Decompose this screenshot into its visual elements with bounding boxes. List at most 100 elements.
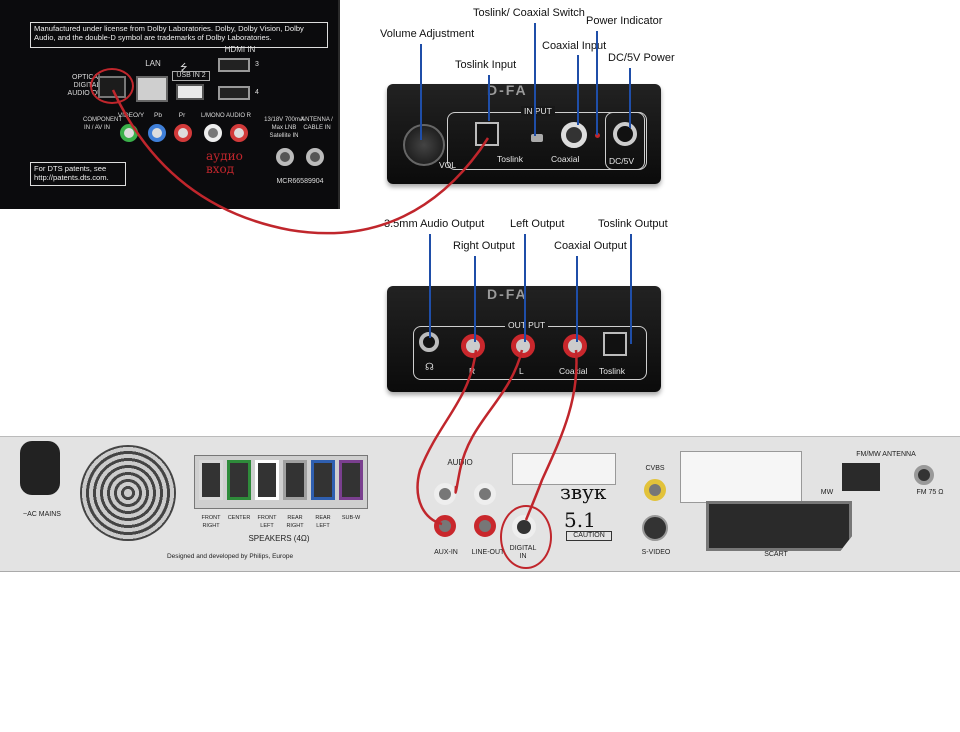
pb-label: Pb [154,112,162,119]
dc-power-jack[interactable] [613,122,637,146]
pr-jack[interactable] [174,124,192,142]
tv-back-panel: Manufactured under license from Dolby La… [0,0,340,209]
mw-label: MW [820,489,834,496]
coaxial-output-label: Coaxial [559,366,588,376]
speaker-terminal[interactable] [255,460,279,500]
annotation-line-left-out [524,234,526,342]
speaker-terminal[interactable] [283,460,307,500]
fan-grille [80,445,176,541]
aux-in-r-jack[interactable] [434,515,456,537]
line-out-label: LINE-OUT [471,549,505,556]
fm-antenna-label: FM/MW ANTENNA [856,451,916,458]
speaker-terminal[interactable] [199,460,223,500]
speaker-channel-label: FRONT LEFT [257,515,277,529]
usb-icon: ⭍ [180,62,188,72]
ac-mains-label: ~AC MAINS [23,511,61,518]
dc-label: DC/5V [609,156,635,166]
coaxial-output-jack[interactable] [563,334,587,358]
speaker-terminal[interactable] [227,460,251,500]
speaker-terminal[interactable] [311,460,335,500]
line-out-l-jack[interactable] [474,483,496,505]
lnb-connector[interactable] [276,148,294,166]
audio-in-label: L/MONO AUDIO R [200,113,251,119]
receiver-note-line1: звук [560,480,607,504]
toslink-input-port[interactable] [475,122,499,146]
toslink-output-port[interactable] [603,332,627,356]
annotation-right-output: Right Output [453,240,515,252]
audio-l-jack[interactable] [204,124,222,142]
annotation-line-right-out [474,256,476,342]
optical-highlight-circle [90,68,134,104]
annotation-coaxial-input: Coaxial Input [542,40,607,52]
hdmi-port-3[interactable] [218,58,250,72]
annotation-toslink-input: Toslink Input [455,59,517,71]
fm-mw-terminal[interactable] [842,463,880,491]
hdmi-port-4[interactable] [218,86,250,100]
toslink-output-label: Toslink [599,366,625,376]
receiver-back-panel: ~AC MAINS FRONT RIGHT CENTER FRONT LEFT REA… [0,436,960,572]
model-number: MCR66589904 [276,178,324,185]
speakers-label: SPEAKERS (4Ω) [248,534,310,543]
speaker-channel-label: CENTER [227,515,251,521]
annotation-line-power [596,31,598,135]
annotation-line-audio-35 [429,234,431,338]
caution-label: CAUTION [566,531,612,541]
hdmi-port-3-label: 3 [255,61,259,68]
annotation-line-volume [420,44,422,140]
toslink-input-label: Toslink [497,154,523,164]
info-label [680,451,802,503]
speaker-channel-label: REAR RIGHT [286,515,304,529]
speaker-channel-label: FRONT RIGHT [201,515,221,529]
ac-mains-cable [20,441,60,495]
svideo-label: S-VIDEO [641,549,671,556]
component-label: COMPONENT IN / AV IN [83,117,122,131]
license-notice: Manufactured under license from Dolby La… [30,22,328,48]
aux-in-l-jack[interactable] [434,483,456,505]
fm-75-connector[interactable] [914,465,934,485]
audio-section-label: AUDIO [447,458,473,467]
cvbs-jack[interactable] [644,479,666,501]
video-y-jack[interactable] [120,124,138,142]
lan-port[interactable] [136,76,168,102]
pb-jack[interactable] [148,124,166,142]
output-panel-title: OUT PUT [505,320,549,330]
annotation-line-coaxial-out [576,256,578,342]
vol-label: VOL [439,160,457,170]
speaker-terminal[interactable] [339,460,363,500]
annotation-line-switch [534,23,536,136]
antenna-connector[interactable] [306,148,324,166]
line-out-r-jack[interactable] [474,515,496,537]
coaxial-input-jack[interactable] [561,122,587,148]
cvbs-label: CVBS [645,465,665,472]
aux-in-label: AUX-IN [434,549,458,556]
hdmi-port-4-label: 4 [255,89,259,96]
l-output-jack[interactable] [511,334,535,358]
speaker-channel-label: SUB-W [341,515,361,521]
l-output-label: L [519,366,524,376]
fm-75-label: FM 75 Ω [916,489,944,496]
audio-r-jack[interactable] [230,124,248,142]
usb-port[interactable] [176,84,204,100]
annotation-left-output: Left Output [510,218,565,230]
receiver-note-line2: 5.1 [564,508,596,532]
dc-panel-frame [605,112,647,170]
usb-label: USB IN 2 [172,71,210,81]
tv-handwritten-note: аудио вход [206,149,243,176]
annotation-volume: Volume Adjustment [380,28,475,40]
dts-notice: For DTS patents, see http://patents.dts.… [30,162,126,186]
annotation-toslink-output: Toslink Output [598,218,668,230]
antenna-label: ANTENNA / CABLE IN [301,117,333,131]
dac-output-brand: D-FA [487,286,528,302]
dac-input-panel: D-FA IN PUT VOL Toslink Coaxial DC/5V [387,82,661,184]
r-output-jack[interactable] [461,334,485,358]
toslink-coaxial-switch[interactable] [531,134,543,142]
annotation-dc-power: DC/5V Power [608,52,675,64]
annotation-power-indicator: Power Indicator [586,15,663,27]
optical-out-label: OPTICAL DIGITAL AUDIO OUT [67,74,107,97]
hdmi-label: HDMI IN [224,45,256,54]
coaxial-input-label: Coaxial [551,154,580,164]
annotation-line-toslink-out [630,234,632,344]
scart-port[interactable] [706,501,852,551]
svideo-jack[interactable] [642,515,668,541]
